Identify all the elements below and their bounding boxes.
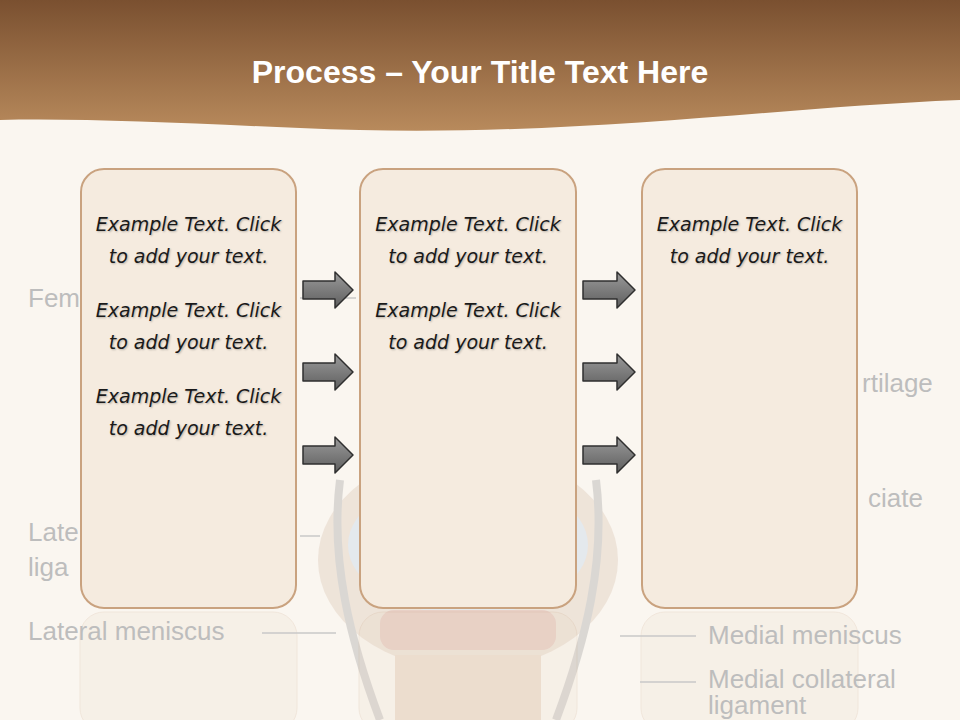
header-band xyxy=(0,0,960,131)
anatomy-label: ligament xyxy=(708,692,806,719)
anatomy-label: Medial meniscus xyxy=(708,622,902,649)
anatomy-label: Lateral meniscus xyxy=(28,618,225,645)
box-text: Example Text. Click to add your text. xyxy=(653,208,846,272)
block-arrow xyxy=(303,272,353,308)
box-text: Example Text. Click to add your text. xyxy=(92,208,285,272)
block-arrow xyxy=(303,354,353,390)
anatomy-label: ciate xyxy=(868,485,923,512)
process-box: Example Text. Click to add your text. Exa… xyxy=(359,168,577,609)
slide-title: Process – Your Title Text Here xyxy=(0,52,960,92)
block-arrow xyxy=(583,272,635,308)
box-text: Example Text. Click to add your text. xyxy=(371,294,565,358)
box-text: Example Text. Click to add your text. xyxy=(371,208,565,272)
process-box: Example Text. Click to add your text. xyxy=(641,168,858,609)
anatomy-label: rtilage xyxy=(862,370,933,397)
anatomy-label: liga xyxy=(28,554,68,581)
block-arrow xyxy=(583,354,635,390)
anatomy-label: Late xyxy=(28,519,79,546)
block-arrow xyxy=(583,437,635,473)
box-text: Example Text. Click to add your text. xyxy=(92,294,285,358)
anatomy-label: Fem xyxy=(28,285,80,312)
block-arrow xyxy=(303,437,353,473)
anatomy-label: Medial collateral xyxy=(708,666,896,693)
box-text: Example Text. Click to add your text. xyxy=(92,380,285,444)
process-box: Example Text. Click to add your text. Exa… xyxy=(80,168,297,609)
